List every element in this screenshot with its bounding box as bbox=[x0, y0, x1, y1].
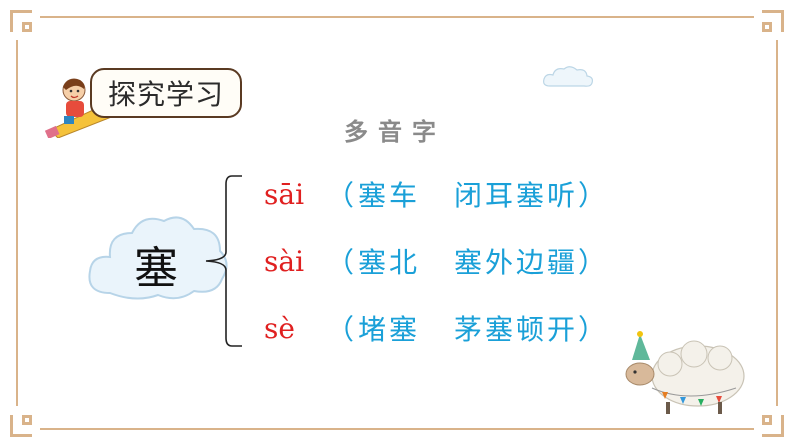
frame-top bbox=[40, 16, 754, 18]
section-title: 多音字 bbox=[344, 118, 446, 146]
example-word-1b: 闭耳塞听 bbox=[454, 179, 579, 212]
frame-corner-bl-inner bbox=[22, 415, 32, 425]
frame-corner-br-inner bbox=[762, 415, 772, 425]
bracket-icon bbox=[205, 175, 242, 347]
frame-corner-tr-inner bbox=[762, 22, 772, 32]
pinyin-2: sài bbox=[264, 244, 305, 278]
open-paren-1: （ bbox=[326, 179, 355, 212]
example-word-1a: 塞车 bbox=[358, 179, 421, 212]
example-word-3b: 茅塞顿开 bbox=[454, 313, 579, 346]
example-word-2a: 塞北 bbox=[358, 246, 421, 279]
frame-left bbox=[16, 40, 18, 406]
frame-right bbox=[776, 40, 778, 406]
reading-row-2: sài （ 塞北 塞外边疆 ） bbox=[264, 241, 606, 281]
example-word-2b: 塞外边疆 bbox=[454, 246, 579, 279]
close-paren-1: ） bbox=[578, 179, 607, 212]
sheep-icon bbox=[625, 331, 745, 414]
reading-row-3: sè （ 堵塞 茅塞顿开 ） bbox=[264, 308, 606, 348]
example-word-3a: 堵塞 bbox=[358, 313, 421, 346]
open-paren-2: （ bbox=[326, 246, 355, 279]
frame-corner-bl bbox=[10, 415, 32, 437]
polyphonic-character: 塞 bbox=[134, 243, 178, 294]
cloud-icon bbox=[88, 216, 228, 300]
frame-corner-tl-inner bbox=[22, 22, 32, 32]
frame-corner-tr bbox=[762, 10, 784, 32]
pinyin-1: sāi bbox=[264, 177, 305, 211]
open-paren-3: （ bbox=[326, 313, 355, 346]
cloud-icon bbox=[543, 66, 594, 87]
close-paren-2: ） bbox=[578, 246, 607, 279]
pinyin-3: sè bbox=[264, 311, 295, 345]
frame-corner-br bbox=[762, 415, 784, 437]
explore-study-badge: 探究学习 bbox=[90, 68, 242, 118]
close-paren-3: ） bbox=[578, 313, 607, 346]
reading-row-1: sāi （ 塞车 闭耳塞听 ） bbox=[264, 174, 606, 214]
badge-label: 探究学习 bbox=[107, 78, 224, 111]
frame-bottom bbox=[40, 428, 754, 430]
frame-corner-tl bbox=[10, 10, 32, 32]
